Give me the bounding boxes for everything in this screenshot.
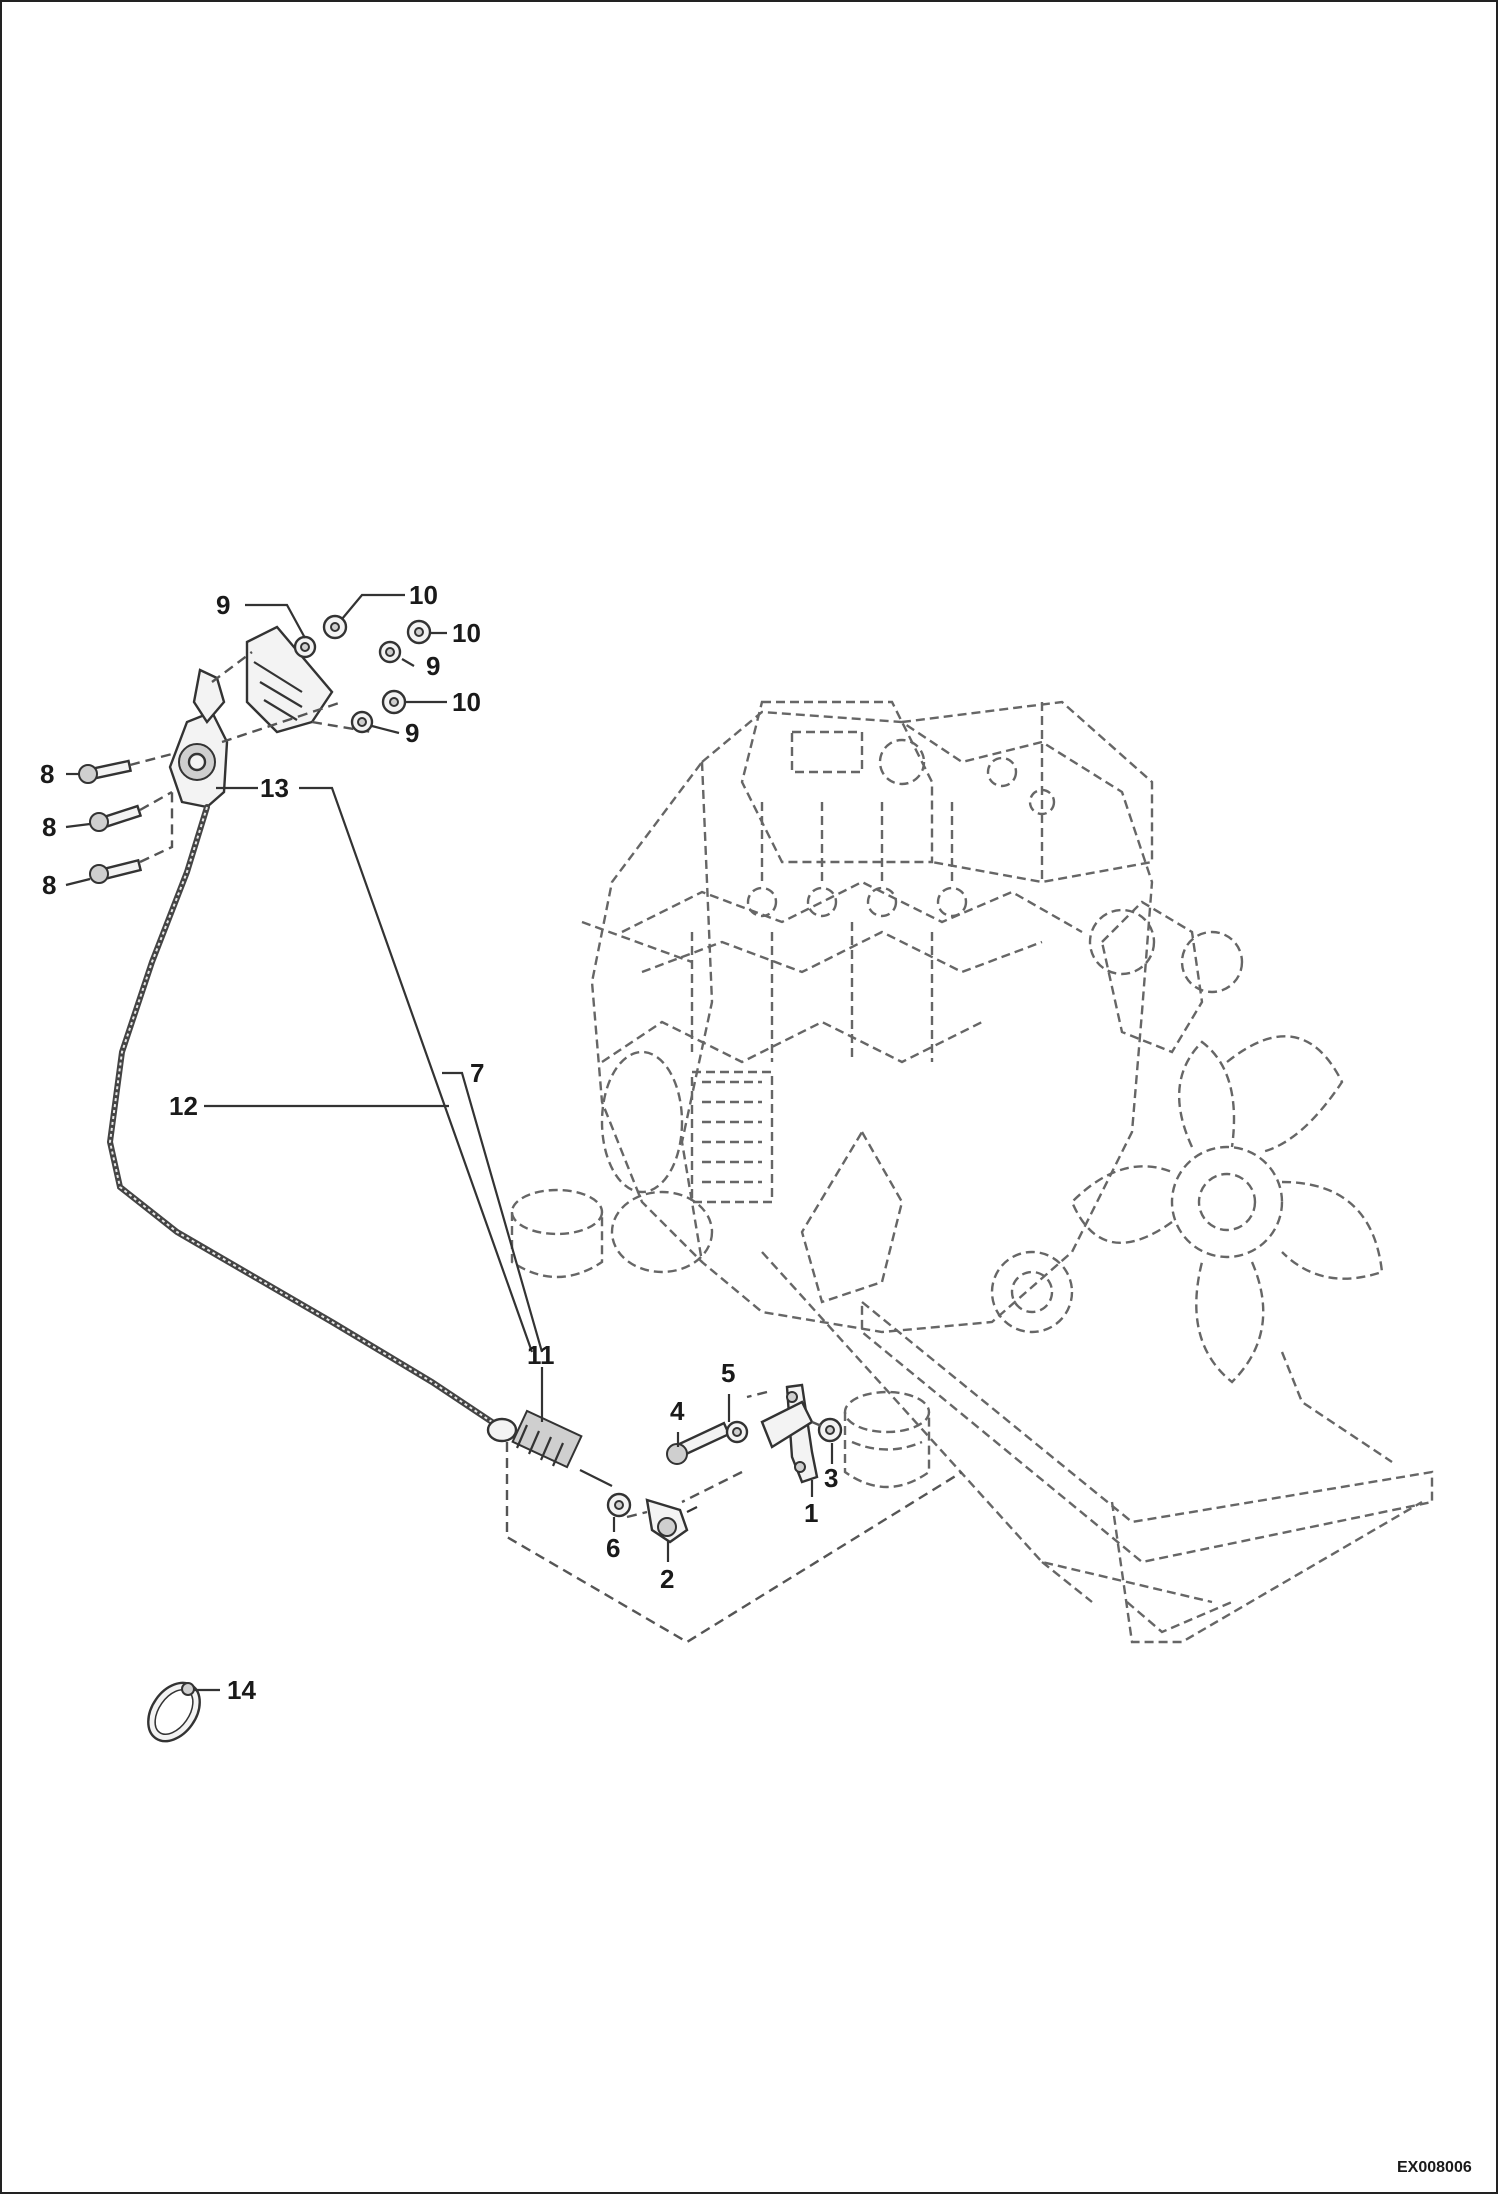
bolt-8a xyxy=(78,752,173,784)
callout-12: 12 xyxy=(169,1091,198,1121)
engine-mount-right xyxy=(843,1390,931,1489)
callout-9-low: 9 xyxy=(405,718,419,748)
callout-3: 3 xyxy=(824,1463,838,1493)
callout-13: 13 xyxy=(260,773,289,803)
lock-nut xyxy=(606,1492,632,1518)
cable-tie xyxy=(147,1681,201,1743)
cable-clamp-bracket xyxy=(760,1383,819,1484)
clamp-washer xyxy=(725,1420,749,1444)
callout-1: 1 xyxy=(804,1498,818,1528)
callout-10-low: 10 xyxy=(452,687,481,717)
bolt-8c xyxy=(89,787,174,884)
callout-4: 4 xyxy=(670,1396,685,1426)
callout-6: 6 xyxy=(606,1533,620,1563)
lever-bracket-assembly xyxy=(168,625,373,809)
callout-labels: 9 10 10 9 10 9 8 8 8 13 7 12 11 4 5 3 1 … xyxy=(40,580,838,1705)
clamp-bolt xyxy=(666,1421,731,1465)
callout-8-low: 8 xyxy=(42,870,56,900)
callout-10-top: 10 xyxy=(409,580,438,610)
callout-9-top: 9 xyxy=(216,590,230,620)
ball-joint xyxy=(645,1498,698,1544)
callout-11: 11 xyxy=(527,1340,555,1370)
figure-id-code: EX008006 xyxy=(1397,2159,1472,2176)
callout-10-mid: 10 xyxy=(452,618,481,648)
callout-7: 7 xyxy=(470,1058,484,1088)
callout-9-mid: 9 xyxy=(426,651,440,681)
engine-assembly xyxy=(510,700,1434,1644)
callout-8-mid: 8 xyxy=(42,812,56,842)
cable-end-fitting xyxy=(486,1409,613,1487)
callout-leaders xyxy=(65,593,834,1692)
callout-8-top: 8 xyxy=(40,759,54,789)
callout-2: 2 xyxy=(660,1564,674,1594)
callout-5: 5 xyxy=(721,1358,735,1388)
mounting-bolts xyxy=(78,752,174,884)
throttle-cable xyxy=(106,804,613,1487)
callout-14: 14 xyxy=(227,1675,256,1705)
nut-washer-set xyxy=(293,614,432,734)
cooling-fan xyxy=(1070,1035,1384,1384)
clamp-nut xyxy=(817,1417,843,1443)
engine-mount-left xyxy=(510,1188,604,1279)
bolt-8b xyxy=(89,790,173,832)
